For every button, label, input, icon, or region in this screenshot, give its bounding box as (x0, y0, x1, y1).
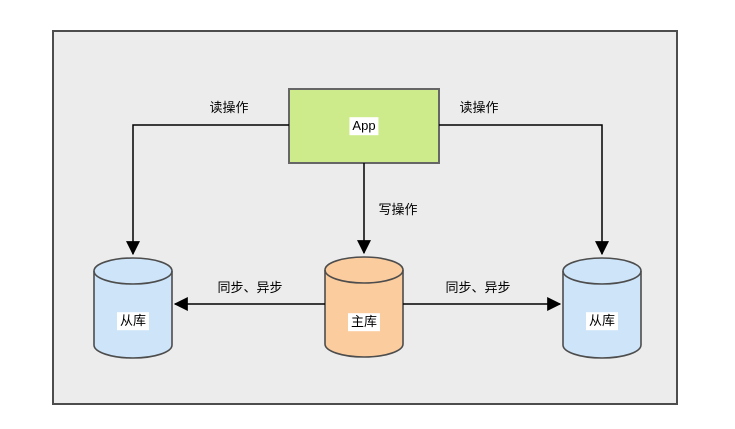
slave-db-left-label: 从库 (116, 312, 150, 330)
read-label-right: 读操作 (459, 100, 499, 116)
sync-label-left: 同步、异步 (217, 280, 283, 296)
slave-db-left-cylinder (93, 257, 173, 359)
slave-db-right-cylinder (562, 257, 642, 359)
master-db-cylinder (324, 256, 404, 358)
app-node-label: App (349, 117, 379, 135)
slave-db-right-label: 从库 (585, 312, 619, 330)
master-db-label: 主库 (347, 313, 381, 331)
write-label: 写操作 (378, 202, 418, 218)
sync-label-right: 同步、异步 (445, 280, 511, 296)
read-arrow-left (126, 124, 289, 256)
read-arrow-right (439, 124, 609, 256)
read-label-left: 读操作 (209, 100, 249, 116)
